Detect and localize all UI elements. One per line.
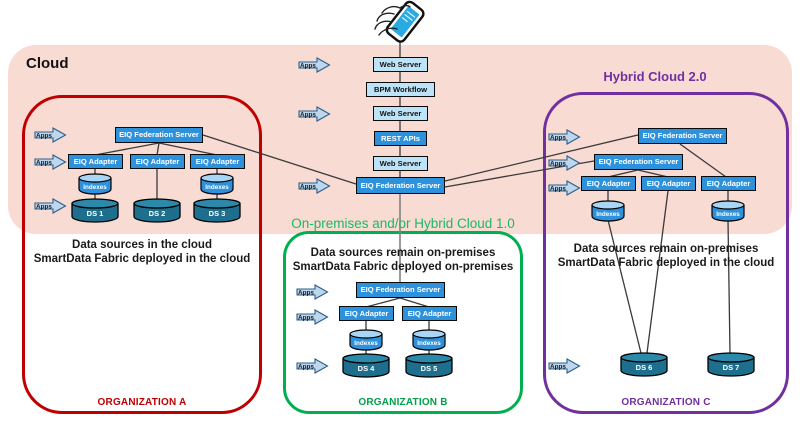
apps-arrow-label: Apps: [298, 363, 314, 370]
orgC-ds6-cylinder: DS 6: [620, 352, 668, 377]
hand-holding-phone-icon: [374, 0, 425, 43]
orgC-description-line2: SmartData Fabric deployed in the cloud: [557, 256, 775, 269]
orgB-adapter-1-box: EIQ Adapter: [339, 306, 394, 321]
apps-arrow: Apps: [298, 106, 331, 122]
apps-arrow-label: Apps: [36, 203, 52, 210]
orgC-adapter-2-box: EIQ Adapter: [641, 176, 696, 191]
orgA-adapter-3-box: EIQ Adapter: [190, 154, 245, 169]
apps-arrow: Apps: [296, 358, 329, 374]
apps-arrow: Apps: [298, 57, 331, 73]
orgC-federation-server-1-box: EIQ Federation Server: [638, 128, 727, 144]
orgA-adapter-2-box: EIQ Adapter: [130, 154, 185, 169]
orgC-adapter-1-box: EIQ Adapter: [581, 176, 636, 191]
orgA-ds2-cylinder: DS 2: [133, 198, 181, 223]
orgB-ds4-cylinder: DS 4: [342, 353, 390, 378]
orgB-federation-server-box: EIQ Federation Server: [356, 282, 445, 298]
apps-arrow: Apps: [34, 154, 67, 170]
apps-arrow-label: Apps: [550, 363, 566, 370]
orgA-federation-server-box: EIQ Federation Server: [115, 127, 203, 143]
cloud-federation-server-box: EIQ Federation Server: [356, 177, 445, 194]
on-premises-hybrid1-label: On-premises and/or Hybrid Cloud 1.0: [291, 216, 515, 231]
indexes-label: Indexes: [354, 340, 378, 347]
orgC-adapter-3-box: EIQ Adapter: [701, 176, 756, 191]
orgB-indexes-1-cylinder: Indexes: [349, 329, 383, 351]
apps-arrow: Apps: [34, 127, 67, 143]
apps-arrow-label: Apps: [36, 159, 52, 166]
organization-b-boundary: [283, 231, 523, 414]
apps-arrow: Apps: [548, 358, 581, 374]
orgC-description-line1: Data sources remain on-premises: [573, 243, 759, 255]
apps-arrow: Apps: [548, 155, 581, 171]
apps-arrow: Apps: [548, 180, 581, 196]
apps-arrow-label: Apps: [300, 183, 316, 190]
orgA-description-line2: SmartData Fabric deployed in the cloud: [33, 252, 251, 265]
ds-label: DS 1: [87, 209, 104, 218]
apps-arrow: Apps: [296, 309, 329, 325]
orgB-description: Data sources remain on-premises SmartDat…: [283, 247, 523, 274]
orgC-ds7-cylinder: DS 7: [707, 352, 755, 377]
orgB-name-label: ORGANIZATION B: [358, 397, 448, 408]
indexes-label: Indexes: [83, 184, 107, 191]
orgB-description-line2: SmartData Fabric deployed on-premises: [292, 260, 514, 273]
ds-label: DS 2: [149, 209, 166, 218]
organization-c-boundary: [543, 92, 789, 414]
indexes-label: Indexes: [417, 340, 441, 347]
apps-arrow-label: Apps: [550, 134, 566, 141]
orgC-federation-server-2-box: EIQ Federation Server: [594, 154, 683, 170]
apps-arrow: Apps: [296, 284, 329, 300]
apps-arrow: Apps: [548, 129, 581, 145]
orgC-indexes-3-cylinder: Indexes: [711, 200, 745, 222]
orgA-ds1-cylinder: DS 1: [71, 198, 119, 223]
web-server-3-box: Web Server: [373, 156, 428, 171]
apps-arrow-label: Apps: [298, 314, 314, 321]
orgA-name-label: ORGANIZATION A: [97, 397, 187, 408]
orgB-description-line1: Data sources remain on-premises: [310, 247, 496, 259]
apps-arrow-label: Apps: [550, 185, 566, 192]
orgA-indexes-3-cylinder: Indexes: [200, 173, 234, 195]
ds-label: DS 3: [209, 209, 226, 218]
orgB-adapter-2-box: EIQ Adapter: [402, 306, 457, 321]
orgB-ds5-cylinder: DS 5: [405, 353, 453, 378]
apps-arrow-label: Apps: [36, 132, 52, 139]
apps-arrow-label: Apps: [300, 111, 316, 118]
indexes-label: Indexes: [596, 211, 620, 218]
ds-label: DS 5: [421, 364, 438, 373]
hybrid-cloud-2-label: Hybrid Cloud 2.0: [603, 69, 707, 84]
ds-label: DS 6: [636, 363, 653, 372]
orgB-indexes-2-cylinder: Indexes: [412, 329, 446, 351]
orgA-ds3-cylinder: DS 3: [193, 198, 241, 223]
bpm-workflow-box: BPM Workflow: [366, 82, 435, 97]
orgA-description-line1: Data sources in the cloud: [72, 239, 212, 251]
orgA-indexes-1-cylinder: Indexes: [78, 173, 112, 195]
web-server-2-box: Web Server: [373, 106, 428, 121]
orgC-name-label: ORGANIZATION C: [621, 397, 711, 408]
orgC-indexes-1-cylinder: Indexes: [591, 200, 625, 222]
orgA-adapter-1-box: EIQ Adapter: [68, 154, 123, 169]
organization-a-boundary: [22, 95, 262, 414]
orgA-description: Data sources in the cloud SmartData Fabr…: [22, 239, 262, 266]
indexes-label: Indexes: [716, 211, 740, 218]
apps-arrow-label: Apps: [298, 289, 314, 296]
ds-label: DS 4: [358, 364, 376, 373]
apps-arrow: Apps: [34, 198, 67, 214]
rest-apis-box: REST APIs: [374, 131, 427, 146]
ds-label: DS 7: [723, 363, 740, 372]
web-server-1-box: Web Server: [373, 57, 428, 72]
indexes-label: Indexes: [205, 184, 229, 191]
cloud-region-label: Cloud: [26, 55, 69, 72]
apps-arrow-label: Apps: [550, 160, 566, 167]
apps-arrow-label: Apps: [300, 62, 316, 69]
apps-arrow: Apps: [298, 178, 331, 194]
orgC-description: Data sources remain on-premises SmartDat…: [546, 243, 786, 270]
